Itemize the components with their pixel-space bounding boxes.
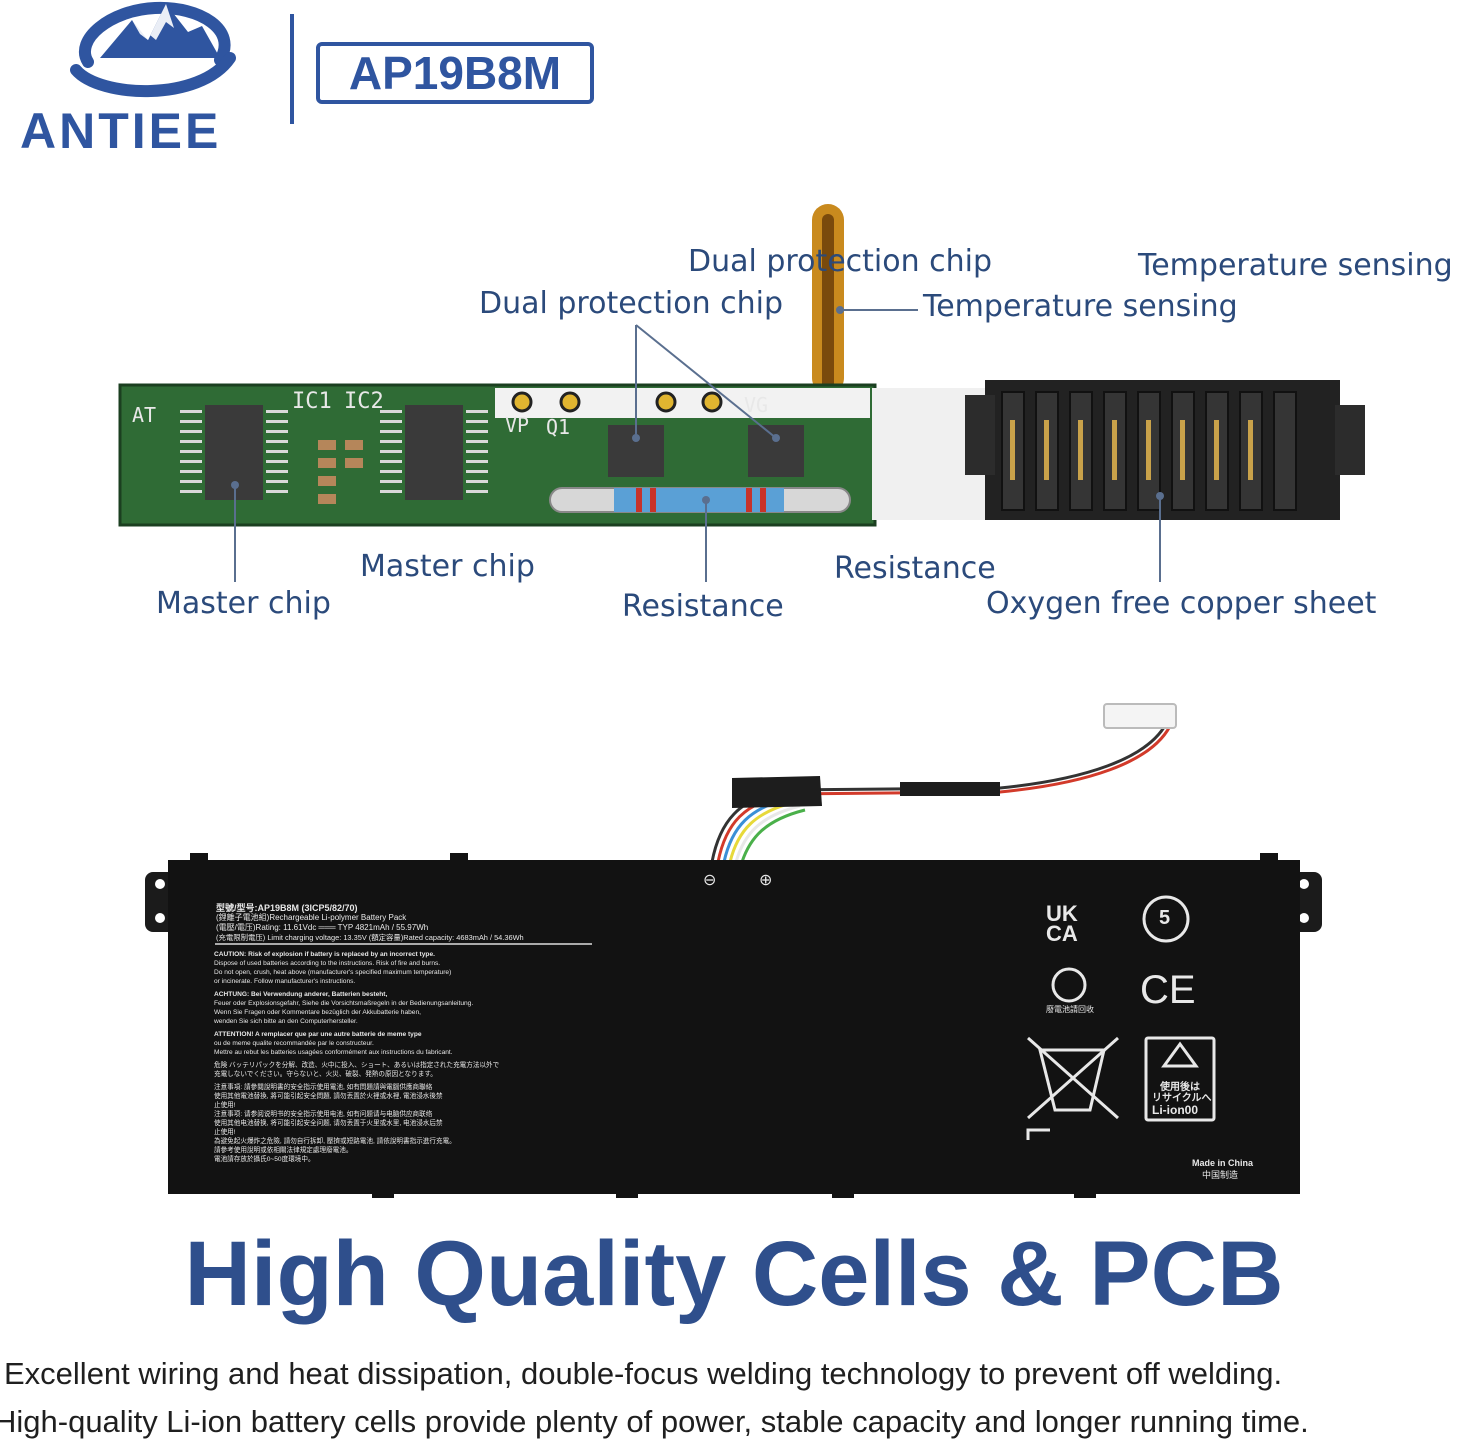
cable-plug bbox=[1103, 703, 1177, 729]
label-dual-protection-chip: Dual protection chip bbox=[479, 286, 784, 321]
warning-line: wenden Sie sich bitte an den Computerher… bbox=[214, 1018, 358, 1025]
silk-vg: VG bbox=[744, 393, 768, 417]
protection-chip-2 bbox=[748, 425, 804, 477]
master-chip-2 bbox=[405, 405, 463, 500]
label-master-chip-upper: Master chip bbox=[360, 549, 535, 584]
brand-logo-mark-icon bbox=[70, 1, 236, 97]
pcb-diagram: AT IC1 IC2 VP Q1 VG bbox=[118, 204, 1365, 582]
warning-line: 危険 バッテリパックを分解、改造、火中に投入、ショート、あるいは指定された充電方… bbox=[214, 1062, 500, 1069]
weee-bin-icon bbox=[1038, 1048, 1106, 1112]
description-line-2: High-quality Li-ion battery cells provid… bbox=[0, 1404, 1309, 1439]
ukca-mark-top: UK bbox=[1046, 901, 1078, 926]
jp-recycle-text: リサイクルへ bbox=[1152, 1093, 1212, 1104]
battery-body bbox=[168, 860, 1300, 1194]
silk-q1: Q1 bbox=[546, 415, 570, 439]
header-divider bbox=[290, 14, 294, 124]
cycle-mark-icon bbox=[1142, 895, 1190, 943]
ce-mark: CE bbox=[1140, 968, 1196, 1012]
model-number-badge: AP19B8M bbox=[316, 42, 594, 104]
warning-line: 請參考使用說明或依相關法律規定處理廢電池。 bbox=[214, 1147, 353, 1154]
battery-label-line: (電壓/電压)Rating: 11.61Vdc ═══ TYP 4821mAh … bbox=[216, 923, 429, 932]
warning-line: 止使用! bbox=[214, 1102, 236, 1109]
battery-warning-text: CAUTION: Risk of explosion if battery is… bbox=[214, 950, 614, 1164]
label-resistance: Resistance bbox=[622, 589, 784, 624]
made-in-china-cn: 中国制造 bbox=[1202, 1170, 1239, 1180]
warning-line: ou de meme qualite recommandée par le co… bbox=[214, 1040, 374, 1047]
battery-label-line: (鋰離子電池組)Rechargeable Li-polymer Battery … bbox=[216, 913, 407, 922]
silk-ic2: IC2 bbox=[344, 389, 384, 414]
warning-line: 注意事项: 请参阅说明书的安全指示使用电池, 如有问题请与电脑供应商联络 bbox=[214, 1111, 433, 1118]
warning-line: CAUTION: Risk of explosion if battery is… bbox=[214, 951, 435, 958]
warning-line: Mettre au rebut les batteries usagées co… bbox=[214, 1049, 453, 1056]
label-temperature-sensing: Temperature sensing bbox=[923, 289, 1238, 324]
warning-line: 為避免起火爆炸之危險, 請勿自行拆卸, 壓擠或短路電池, 請依說明書指示進行充電… bbox=[214, 1138, 456, 1145]
battery-minus-terminal: ⊖ bbox=[703, 872, 717, 889]
cycle-mark-number: 5 bbox=[1159, 907, 1171, 929]
silk-vp: VP bbox=[505, 413, 529, 437]
label-master-chip: Master chip bbox=[156, 586, 331, 621]
jp-recycle-text: Li-ion00 bbox=[1152, 1103, 1199, 1117]
ukca-mark-bottom: CA bbox=[1046, 921, 1078, 946]
warning-line: 電池請存放於攝氏0~50度環境中。 bbox=[214, 1156, 315, 1163]
warning-line: ATTENTION! A remplacer que par une autre… bbox=[214, 1031, 422, 1038]
warning-line: 充電しないでください。守らないと、火災、破裂、発熱の原因となります。 bbox=[214, 1071, 437, 1078]
silk-at: AT bbox=[132, 403, 156, 427]
warning-line: 使用其他電池替換, 將可能引起安全問題, 請勿丟置於火裡或水裡, 電池浸水後禁 bbox=[214, 1093, 443, 1100]
label-dual-protection-chip-upper: Dual protection chip bbox=[688, 244, 993, 279]
recycle-cn-icon bbox=[1051, 967, 1087, 1003]
battery-label-line: 型號/型号:AP19B8M (3ICP5/82/70) bbox=[216, 903, 358, 913]
warning-line: 注意事項: 請參閱說明書的安全指示使用電池, 如有問題請與電腦供應商聯絡 bbox=[214, 1084, 433, 1091]
label-temperature-sensing-right: Temperature sensing bbox=[1138, 248, 1453, 283]
jp-recycle-text: 使用後は bbox=[1160, 1082, 1200, 1093]
made-in-china: Made in China bbox=[1192, 1158, 1254, 1168]
warning-line: Do not open, crush, heat above (manufact… bbox=[214, 969, 452, 976]
brand-name: ANTIEE bbox=[20, 103, 222, 159]
battery-plus-terminal: ⊕ bbox=[759, 872, 773, 889]
warning-line: 使用其他电池替换, 将可能引起安全问题, 请勿丢置于火里或水里, 电池浸水后禁 bbox=[214, 1120, 443, 1127]
recycle-cn-text: 廢電池請回收 bbox=[1046, 1005, 1094, 1014]
description-line-1: Excellent wiring and heat dissipation, d… bbox=[4, 1356, 1283, 1391]
jp-recycle-icon bbox=[1144, 1036, 1216, 1122]
silk-ic1: IC1 bbox=[292, 389, 332, 414]
cable-sleeve bbox=[732, 776, 822, 808]
warning-line: 止使用! bbox=[214, 1129, 236, 1136]
warning-line: Wenn Sie Fragen oder Kommentare bezüglic… bbox=[214, 1009, 421, 1016]
warning-line: or incinerate. Follow manufacturer's ins… bbox=[214, 978, 356, 985]
battery-label-line: (充電限制電压) Limit charging voltage: 13.35V … bbox=[216, 933, 524, 942]
label-oxygen-free-copper-sheet: Oxygen free copper sheet bbox=[986, 586, 1377, 621]
warning-line: ACHTUNG: Bei Verwendung anderer, Batteri… bbox=[214, 991, 388, 998]
battery-spec-label: 型號/型号:AP19B8M (3ICP5/82/70) (鋰離子電池組)Rech… bbox=[216, 903, 656, 943]
headline: High Quality Cells & PCB bbox=[184, 1223, 1284, 1325]
battery-pack-illustration bbox=[145, 703, 1322, 1198]
label-resistance-upper: Resistance bbox=[834, 551, 996, 586]
warning-line: Feuer oder Explosionsgefahr, Siehe die V… bbox=[214, 1000, 474, 1007]
warning-line: Dispose of used batteries according to t… bbox=[214, 960, 441, 967]
